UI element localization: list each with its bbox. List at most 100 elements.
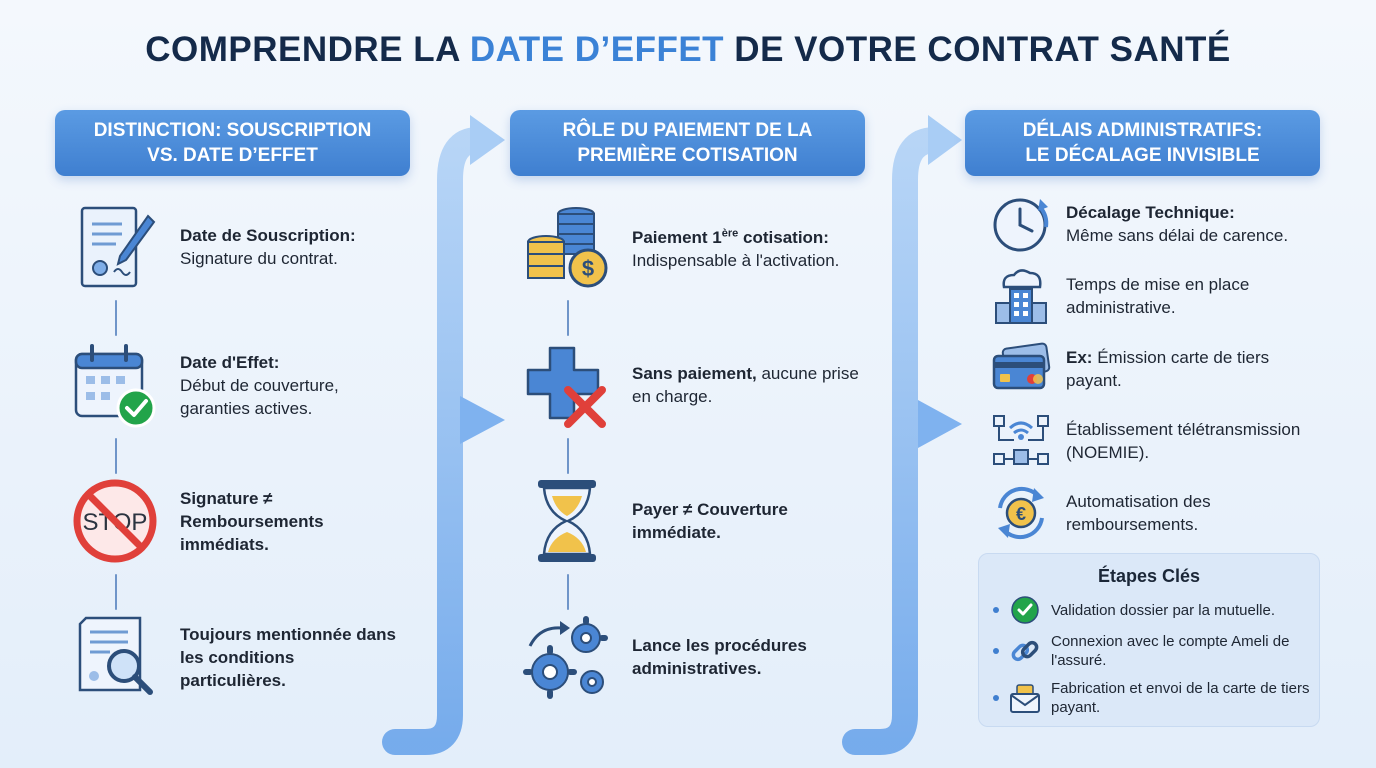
network-wifi-icon	[990, 410, 1052, 472]
col1-item-conditions: Toujours mentionnée dans les conditions …	[70, 612, 400, 702]
col1-item-effet: Date d'Effet: Début de couverture, garan…	[70, 340, 400, 430]
col2-item-3-text: Payer ≠ Couverture immédiate.	[632, 498, 877, 544]
col2-item-paiement: $ Paiement 1ère cotisation: Indispensabl…	[522, 202, 877, 292]
etape-row-2: Connexion avec le compte Ameli de l'assu…	[993, 632, 1311, 670]
col1-item-2-desc: Début de couverture, garanties actives.	[180, 375, 339, 418]
contract-pen-icon	[70, 202, 160, 292]
column-header-2: RÔLE DU PAIEMENT DE LA PREMIÈRE COTISATI…	[510, 110, 865, 176]
hourglass-icon	[522, 476, 612, 566]
col1-connector-1	[115, 300, 117, 336]
col3-item-noemie: Établissement télétransmission (NOEMIE).	[990, 410, 1326, 472]
col3-item-automatisation: € Automatisation des remboursements.	[990, 482, 1326, 544]
etape-row-3-text: Fabrication et envoi de la carte de tier…	[1051, 680, 1310, 716]
col3-item-4-text: Établissement télétransmission (NOEMIE).	[1066, 418, 1326, 464]
etapes-cles-title: Étapes Clés	[1097, 566, 1201, 586]
etape-row-1-text: Validation dossier par la mutuelle.	[1051, 601, 1276, 619]
col2-connector-1	[567, 300, 569, 336]
column-header-3-line2: LE DÉCALAGE INVISIBLE	[1025, 145, 1260, 166]
col3-item-temps: Temps de mise en place administrative.	[990, 265, 1326, 327]
col1-connector-2	[115, 438, 117, 474]
arrow-2	[842, 127, 948, 755]
envelope-card-icon	[1009, 682, 1041, 714]
col3-item-1-text: Décalage Technique: Même sans délai de c…	[1066, 201, 1326, 247]
arrow-2-head-mid	[918, 400, 962, 448]
etape-row-2-text: Connexion avec le compte Ameli de l'assu…	[1051, 633, 1290, 669]
col2-item-2-text: Sans paiement, aucune prise en charge.	[632, 362, 877, 408]
stop-sign-icon: STOP	[70, 476, 160, 566]
col2-item-sans-paiement: Sans paiement, aucune prise en charge.	[522, 340, 877, 430]
column-header-1-line2: VS. DATE D’EFFET	[147, 145, 318, 166]
etape-row-3: Fabrication et envoi de la carte de tier…	[993, 679, 1311, 717]
col2-item-1-bold: Paiement 1	[632, 227, 722, 247]
svg-text:$: $	[582, 256, 594, 281]
col2-item-1-text: Paiement 1ère cotisation: Indispensable …	[632, 222, 877, 272]
title-highlight: DATE D’EFFET	[469, 30, 725, 69]
col2-item-3-bold: Payer ≠ Couverture immédiate.	[632, 500, 788, 542]
bullet	[993, 695, 999, 701]
column-header-1: DISTINCTION: SOUSCRIPTION VS. DATE D’EFF…	[55, 110, 410, 176]
col2-item-1-desc: Indispensable à l'activation.	[632, 250, 840, 270]
col1-item-4-bold: Toujours mentionnée dans les conditions …	[180, 624, 396, 690]
col1-item-1-text: Date de Souscription: Signature du contr…	[180, 224, 400, 270]
col2-item-4-text: Lance les procédures administratives.	[632, 634, 877, 680]
credit-card-icon	[990, 338, 1052, 400]
col2-item-2-bold: Sans paiement,	[632, 364, 757, 383]
etapes-cles-box: Étapes Clés Validation dossier par la mu…	[978, 553, 1320, 727]
col3-item-carte: Ex: Émission carte de tiers payant.	[990, 338, 1326, 400]
bullet	[993, 648, 999, 654]
page-title: COMPRENDRE LA DATE D’EFFET DE VOTRE CONT…	[0, 30, 1376, 70]
col3-item-1-bold: Décalage Technique:	[1066, 203, 1235, 222]
col1-item-signature: STOP Signature ≠ Remboursements immédiat…	[70, 476, 400, 566]
title-part2: DE VOTRE CONTRAT SANTÉ	[724, 30, 1231, 69]
col2-item-1-sup: ère	[721, 227, 739, 240]
svg-text:€: €	[1016, 504, 1026, 524]
col1-item-2-bold: Date d'Effet:	[180, 352, 280, 372]
col3-item-2-text: Temps de mise en place administrative.	[1066, 273, 1326, 319]
title-part1: COMPRENDRE LA	[145, 30, 470, 69]
column-header-2-line2: PREMIÈRE COTISATION	[577, 145, 798, 166]
column-header-3-line1: DÉLAIS ADMINISTRATIFS:	[1022, 120, 1263, 141]
col2-item-payer: Payer ≠ Couverture immédiate.	[522, 476, 877, 566]
etape-row-1: Validation dossier par la mutuelle.	[993, 594, 1311, 626]
arrow-1	[382, 127, 491, 755]
col2-connector-2	[567, 438, 569, 474]
col3-item-3-desc: Émission carte de tiers payant.	[1066, 348, 1270, 390]
column-header-3: DÉLAIS ADMINISTRATIFS: LE DÉCALAGE INVIS…	[965, 110, 1320, 176]
col3-item-2-desc: Temps de mise en place administrative.	[1066, 275, 1250, 317]
col1-item-souscription: Date de Souscription: Signature du contr…	[70, 202, 400, 292]
calendar-check-icon	[70, 340, 160, 430]
col3-item-1-desc: Même sans délai de carence.	[1066, 226, 1289, 245]
col2-item-procedures: Lance les procédures administratives.	[522, 612, 877, 702]
column-header-2-line1: RÔLE DU PAIEMENT DE LA	[562, 120, 813, 141]
col2-item-4-bold: Lance les procédures administratives.	[632, 636, 807, 678]
column-header-1-line1: DISTINCTION: SOUSCRIPTION	[93, 120, 372, 141]
col2-connector-3	[567, 574, 569, 610]
clock-icon	[990, 193, 1052, 255]
link-icon	[1009, 635, 1041, 667]
col3-item-3-bold: Ex:	[1066, 348, 1093, 367]
check-circle-icon	[1009, 594, 1041, 626]
col1-item-1-bold: Date de Souscription:	[180, 226, 356, 245]
col3-item-5-desc: Automatisation des remboursements.	[1066, 492, 1211, 534]
arrow-1-head-top	[470, 115, 505, 165]
col1-item-1-desc: Signature du contrat.	[180, 249, 338, 268]
col3-item-5-text: Automatisation des remboursements.	[1066, 490, 1326, 536]
euro-cycle-icon: €	[990, 482, 1052, 544]
col1-connector-3	[115, 574, 117, 610]
col1-item-4-text: Toujours mentionnée dans les conditions …	[180, 623, 400, 692]
col3-item-decalage: Décalage Technique: Même sans délai de c…	[990, 193, 1326, 255]
col2-item-1-bold2: cotisation:	[738, 227, 829, 247]
col1-item-3-text: Signature ≠ Remboursements immédiats.	[180, 487, 400, 556]
bullet	[993, 607, 999, 613]
document-magnifier-icon	[70, 612, 160, 702]
arrow-1-head-mid	[460, 396, 505, 444]
col2-item-2-desc: aucune prise en charge.	[632, 364, 859, 406]
col1-item-3-bold: Signature ≠ Remboursements immédiats.	[180, 488, 324, 554]
cloud-building-icon	[990, 265, 1052, 327]
medical-cross-x-icon	[522, 340, 612, 430]
gears-icon	[522, 612, 612, 702]
col3-item-3-text: Ex: Émission carte de tiers payant.	[1066, 346, 1326, 392]
arrow-2-head-top	[928, 115, 962, 165]
col1-item-2-text: Date d'Effet: Début de couverture, garan…	[180, 351, 400, 420]
